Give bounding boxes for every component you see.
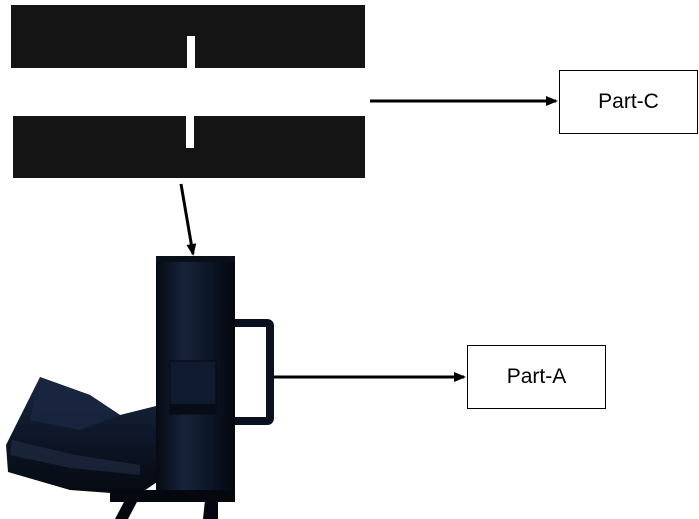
plate-bottom-slot — [186, 116, 194, 148]
plate-top — [11, 5, 365, 68]
arrow-plate-to-stove — [179, 183, 197, 256]
plate-bottom — [13, 116, 365, 178]
stove-handle — [233, 319, 274, 425]
plate-top-slot — [187, 36, 195, 68]
rocket-stove — [6, 256, 274, 519]
label-part-a: Part-A — [467, 345, 606, 409]
label-part-c: Part-C — [559, 70, 698, 134]
